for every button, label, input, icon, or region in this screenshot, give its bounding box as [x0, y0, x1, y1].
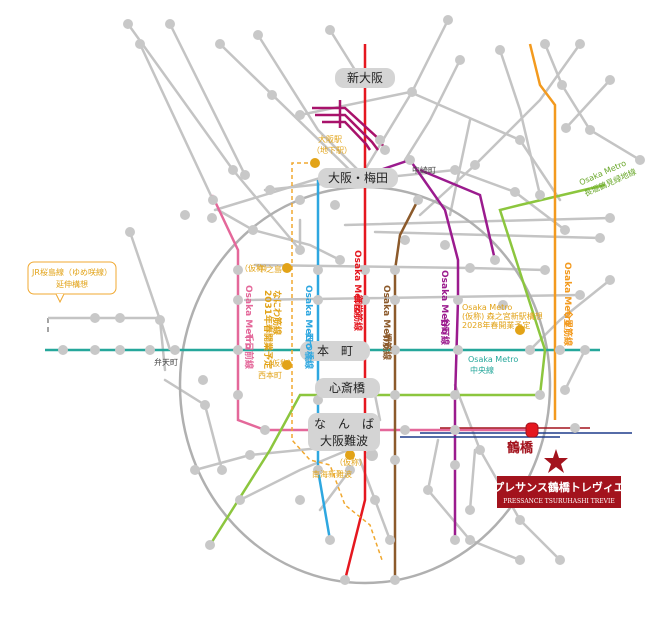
hub-shinsaibashi: 心斎橋 [315, 378, 380, 398]
svg-text:心斎橋: 心斎橋 [329, 380, 365, 395]
svg-text:大阪難波: 大阪難波 [320, 433, 368, 448]
svg-text:Osaka Metro: Osaka Metro [562, 262, 572, 326]
jr-extension-callout: JR桜島線（ゆめ咲線） 延伸構想 [27, 261, 117, 304]
svg-text:PRESSANCE TSURUHASHI TREVIE: PRESSANCE TSURUHASHI TREVIE [503, 498, 614, 505]
svg-text:(仮称) 森之宮新駅構想: (仮称) 森之宮新駅構想 [462, 311, 543, 321]
nishihonmachi-label: 西本町 [258, 370, 282, 380]
svg-text:2028年春開業予定: 2028年春開業予定 [462, 320, 530, 330]
nakanoshima-pre-label: （仮称） [240, 263, 272, 273]
minami-namba-label: 南海新難波 [312, 469, 352, 479]
bentencho-label: 弁天町 [154, 357, 178, 367]
hub-umeda: 大阪・梅田 [318, 168, 398, 188]
svg-text:谷町線: 谷町線 [439, 318, 451, 345]
svg-text:Osaka Metro: Osaka Metro [462, 303, 512, 312]
svg-text:本 町: 本 町 [317, 344, 353, 358]
svg-text:大阪・梅田: 大阪・梅田 [328, 170, 388, 185]
svg-text:今里筋線: 今里筋線 [562, 309, 574, 346]
property-star-icon [544, 449, 568, 473]
tanimachi-vertical-label: Osaka Metro 谷町線 [439, 270, 451, 345]
svg-text:鶴橋: 鶴橋 [507, 440, 534, 456]
nakanoshima-label: 中之島 [258, 264, 282, 274]
nagahori-line-label: Osaka Metro 長堀鶴見緑地線 [578, 159, 638, 199]
osaka-station-sub-label: （地下駅） [312, 145, 352, 155]
svg-text:延伸構想: 延伸構想 [56, 279, 88, 289]
svg-text:Osaka Metro: Osaka Metro [303, 285, 313, 349]
naniwasuji-vertical-label: なにわ筋線 2031年春開業予定 [262, 290, 283, 370]
hub-shin-osaka: 新大阪 [335, 68, 395, 88]
svg-text:な ん ば: な ん ば [314, 417, 374, 431]
osaka-station-label: 大阪駅 [318, 134, 342, 144]
svg-text:なにわ筋線: なにわ筋線 [271, 290, 283, 335]
svg-text:新大阪: 新大阪 [347, 70, 383, 85]
morinomiya-label: Osaka Metro (仮称) 森之宮新駅構想 2028年春開業予定 [462, 303, 543, 330]
sennichimae-vertical-label: Osaka Metro 千日前線 [243, 285, 255, 369]
hub-honmachi: 本 町 [300, 341, 370, 361]
svg-text:堺筋線: 堺筋線 [381, 333, 393, 360]
stations [58, 15, 645, 585]
imazatosuji-line [528, 43, 557, 420]
new-stations [282, 158, 525, 460]
sakaisuji-line [393, 199, 420, 580]
imazatosuji-vertical-label: Osaka Metro 今里筋線 [562, 262, 574, 346]
nakazakicho-label: 中崎町 [412, 165, 436, 175]
midosuji-vertical-label: Osaka Metro 御堂筋線 [352, 250, 364, 331]
svg-text:四つ橋線: 四つ橋線 [303, 333, 315, 369]
svg-text:プレサンス鶴橋トレヴィエ: プレサンス鶴橋トレヴィエ [493, 480, 625, 494]
property-name-badge: プレサンス鶴橋トレヴィエ PRESSANCE TSURUHASHI TREVIE [493, 476, 625, 508]
svg-text:Osaka Metro: Osaka Metro [352, 250, 362, 314]
svg-text:Osaka Metro: Osaka Metro [468, 355, 518, 364]
yotsubashi-vertical-label: Osaka Metro 四つ橋線 [303, 285, 315, 369]
svg-text:JR桜島線（ゆめ咲線）: JR桜島線（ゆめ咲線） [31, 267, 112, 277]
chuo-line-label: Osaka Metro 中央線 [468, 355, 518, 375]
svg-text:御堂筋線: 御堂筋線 [352, 294, 364, 331]
naniwasuji-line [291, 162, 383, 561]
svg-text:Osaka Metro: Osaka Metro [381, 285, 391, 349]
tanimachi-north [312, 100, 387, 151]
sakaisuji-vertical-label: Osaka Metro 堺筋線 [381, 285, 393, 360]
nagahori-line [208, 183, 606, 546]
jr-sakurajima-line [48, 316, 172, 351]
svg-text:千日前線: 千日前線 [243, 333, 255, 369]
svg-text:2031年春開業予定: 2031年春開業予定 [262, 290, 274, 370]
kintetsu-line [400, 432, 632, 438]
hub-namba: な ん ば 大阪難波 [308, 413, 380, 451]
minami-namba-pre-label: （仮称） [335, 457, 367, 467]
nishihonmachi-pre-label: （仮称） [264, 358, 296, 368]
svg-text:中央線: 中央線 [470, 365, 494, 375]
svg-text:Osaka Metro: Osaka Metro [243, 285, 253, 349]
tsuruhashi-station: 鶴橋 [507, 422, 539, 456]
svg-text:Osaka Metro: Osaka Metro [439, 270, 449, 334]
